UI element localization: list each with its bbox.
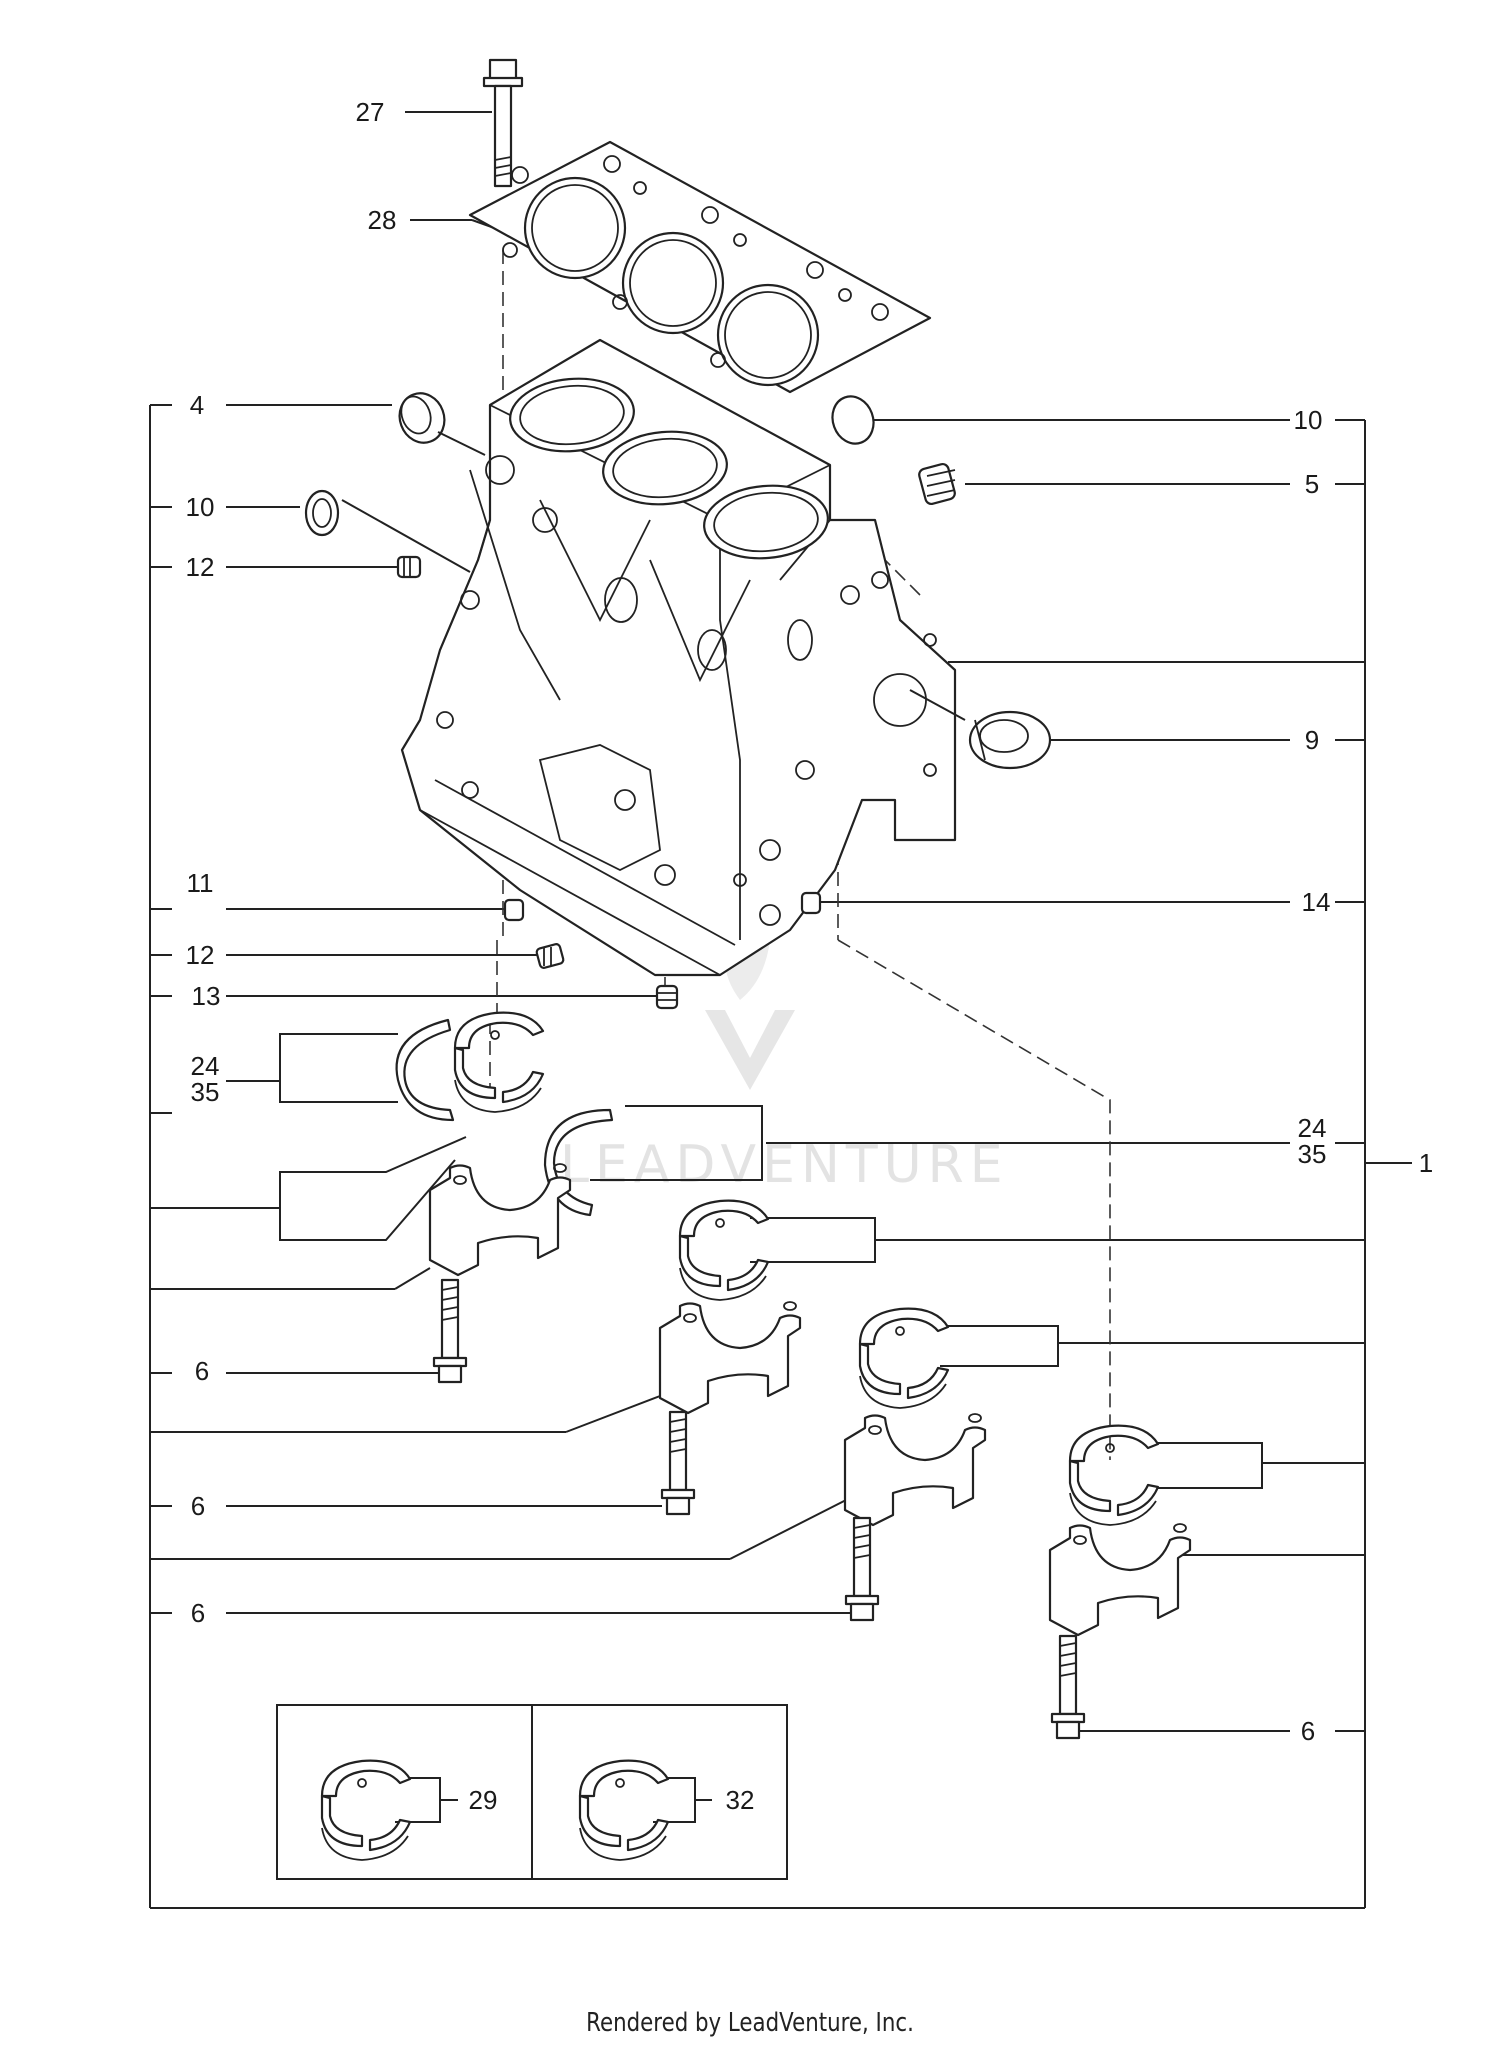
cap-bolt-3 — [844, 1516, 880, 1622]
main-bearing-shell-29 — [320, 1759, 412, 1862]
callout-12-top: 12 — [186, 552, 215, 582]
callout-5: 5 — [1305, 469, 1319, 499]
plug-part-11 — [503, 898, 525, 922]
cylinder-block — [400, 338, 957, 977]
callout-6-first: 6 — [195, 1356, 209, 1386]
main-bearing-shell-2 — [678, 1199, 770, 1302]
watermark-text: LEADVENTURE — [560, 1135, 1009, 1195]
callout-24-left: 24 — [191, 1051, 220, 1081]
callout-1: 1 — [1419, 1148, 1433, 1178]
plug-part-12-top — [396, 555, 422, 579]
plug-part-14 — [800, 891, 822, 915]
callout-24-right: 24 — [1298, 1113, 1327, 1143]
callout-13: 13 — [192, 981, 221, 1011]
cap-bolt-4 — [1050, 1634, 1086, 1740]
plug-part-12-lower — [535, 943, 565, 969]
bearing-cap-2 — [658, 1300, 802, 1415]
head-gasket-part-28 — [468, 140, 932, 394]
bushing-part-9 — [968, 710, 1052, 770]
cap-bolt-1 — [432, 1278, 468, 1384]
callout-29: 29 — [469, 1785, 498, 1815]
plug-part-13 — [655, 984, 679, 1010]
callout-35-left: 35 — [191, 1077, 220, 1107]
callout-32: 32 — [726, 1785, 755, 1815]
leader-lines — [226, 111, 1290, 1823]
callout-labels: 27 28 4 10 12 10 5 9 14 11 12 13 24 35 2… — [186, 97, 1434, 1815]
bearing-cap-1 — [428, 1162, 572, 1277]
inset-box — [276, 1704, 788, 1880]
bearing-cap-3 — [843, 1412, 987, 1527]
main-bearing-shell-32 — [578, 1759, 670, 1862]
callout-10-right: 10 — [1294, 405, 1323, 435]
assembly-bracket-lines — [149, 404, 1412, 1909]
seal-part-10-left — [304, 489, 340, 537]
callout-9: 9 — [1305, 725, 1319, 755]
main-bearing-shell-4 — [1068, 1424, 1160, 1527]
main-bearing-shell-1 — [453, 1011, 545, 1114]
callout-35-right: 35 — [1298, 1139, 1327, 1169]
callout-6-second: 6 — [191, 1491, 205, 1521]
cap-bolt-2 — [660, 1410, 696, 1516]
plug-part-5 — [918, 462, 956, 506]
callout-6-third: 6 — [191, 1598, 205, 1628]
bearing-cap-4 — [1048, 1522, 1192, 1637]
callout-12-lower: 12 — [186, 940, 215, 970]
callout-11: 11 — [187, 868, 214, 898]
watermark-logo: LEADVENTURE — [560, 920, 1009, 1195]
render-credit: Rendered by LeadVenture, Inc. — [586, 2008, 914, 2038]
plug-part-10-right — [831, 395, 875, 445]
head-bolt-part-27 — [482, 58, 524, 188]
callout-6-fourth: 6 — [1301, 1716, 1315, 1746]
thrust-washer-left — [395, 1018, 455, 1122]
callout-14: 14 — [1302, 887, 1331, 917]
callout-27: 27 — [356, 97, 385, 127]
callout-4: 4 — [190, 390, 204, 420]
main-bearing-shell-3 — [858, 1307, 950, 1410]
callout-10-left: 10 — [186, 492, 215, 522]
callout-28: 28 — [368, 205, 397, 235]
plug-part-4 — [398, 392, 446, 444]
